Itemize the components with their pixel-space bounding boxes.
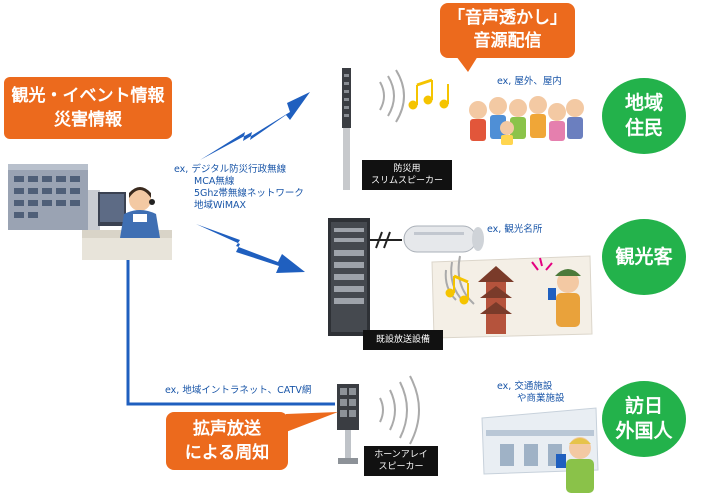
- cylindrical-speaker-illustration: [403, 225, 484, 253]
- network-line3: 5Ghz帯無線ネットワーク: [194, 188, 304, 199]
- existing-equipment-label: 既設放送設備: [363, 330, 443, 350]
- horn-array-label-line2: スピーカー: [378, 462, 424, 472]
- watermark-callout-tail: [456, 56, 478, 72]
- residents-line1: 地域: [624, 92, 663, 114]
- operator-illustration: [82, 187, 172, 260]
- announce-line2: による周知: [184, 443, 270, 463]
- equipment-rack-illustration: [328, 218, 370, 336]
- info-header-line2: 災害情報: [54, 110, 122, 130]
- slim-speaker-illustration: [342, 68, 351, 190]
- office-building-illustration: [8, 164, 88, 230]
- horn-array-speaker-illustration: [337, 384, 359, 464]
- slim-speaker-label-line1: 防災用: [393, 164, 421, 174]
- info-header-box: 観光・イベント情報 災害情報: [4, 77, 172, 139]
- music-notes-middle: [445, 274, 469, 305]
- network-line4: 地域WiMAX: [194, 200, 247, 211]
- example-transport-line2: や商業施設: [517, 393, 565, 404]
- info-header-line1: 観光・イベント情報: [11, 86, 165, 106]
- announce-callout-tail: [286, 412, 338, 432]
- visitors-line2: 外国人: [615, 420, 673, 442]
- network-line1: ex, デジタル防災行政無線: [174, 164, 287, 175]
- example-transport-line1: ex, 交通施設: [497, 381, 553, 392]
- intranet-label: ex, 地域イントラネット、CATV網: [165, 385, 312, 396]
- announce-line1: 拡声放送: [193, 419, 261, 439]
- horn-array-label: ホーンアレイ スピーカー: [364, 446, 438, 476]
- slim-speaker-label-line2: スリムスピーカー: [370, 176, 443, 186]
- residents-group-illustration: [469, 96, 584, 145]
- watermark-line2: 音源配信: [473, 31, 542, 51]
- tourists-label: 観光客: [615, 245, 673, 268]
- sound-waves-bottom: [379, 375, 420, 445]
- signal-bolt-lower: [196, 224, 305, 273]
- tourist-scene-illustration: [431, 255, 593, 339]
- tourists-circle: 観光客: [602, 219, 686, 295]
- sound-waves-top: [379, 69, 405, 123]
- watermark-callout: 「音声透かし」 音源配信: [440, 3, 575, 58]
- network-line2: MCA無線: [194, 176, 235, 187]
- example-outdoor: ex, 屋外、屋内: [497, 76, 562, 87]
- music-notes-top: [408, 78, 449, 110]
- residents-circle: 地域 住民: [602, 78, 686, 154]
- example-transport: ex, 交通施設 や商業施設: [497, 381, 565, 405]
- residents-line2: 住民: [624, 117, 663, 139]
- watermark-line1: 「音声透かし」: [448, 8, 567, 28]
- network-examples: ex, デジタル防災行政無線 MCA無線 5Ghz帯無線ネットワーク 地域WiM…: [174, 164, 304, 212]
- station-scene-illustration: [481, 407, 599, 493]
- example-tourist-spot: ex, 観光名所: [487, 224, 543, 235]
- signal-bolt-upper: [200, 92, 310, 160]
- visitors-line1: 訪日: [624, 395, 663, 417]
- slim-speaker-label: 防災用 スリムスピーカー: [362, 160, 452, 190]
- sound-emission-marks: [531, 257, 553, 271]
- cable-connection: [370, 231, 402, 249]
- visitors-circle: 訪日 外国人: [602, 381, 686, 457]
- announce-callout: 拡声放送 による周知: [166, 412, 288, 470]
- horn-array-label-line1: ホーンアレイ: [374, 450, 428, 460]
- intranet-line: [126, 258, 335, 406]
